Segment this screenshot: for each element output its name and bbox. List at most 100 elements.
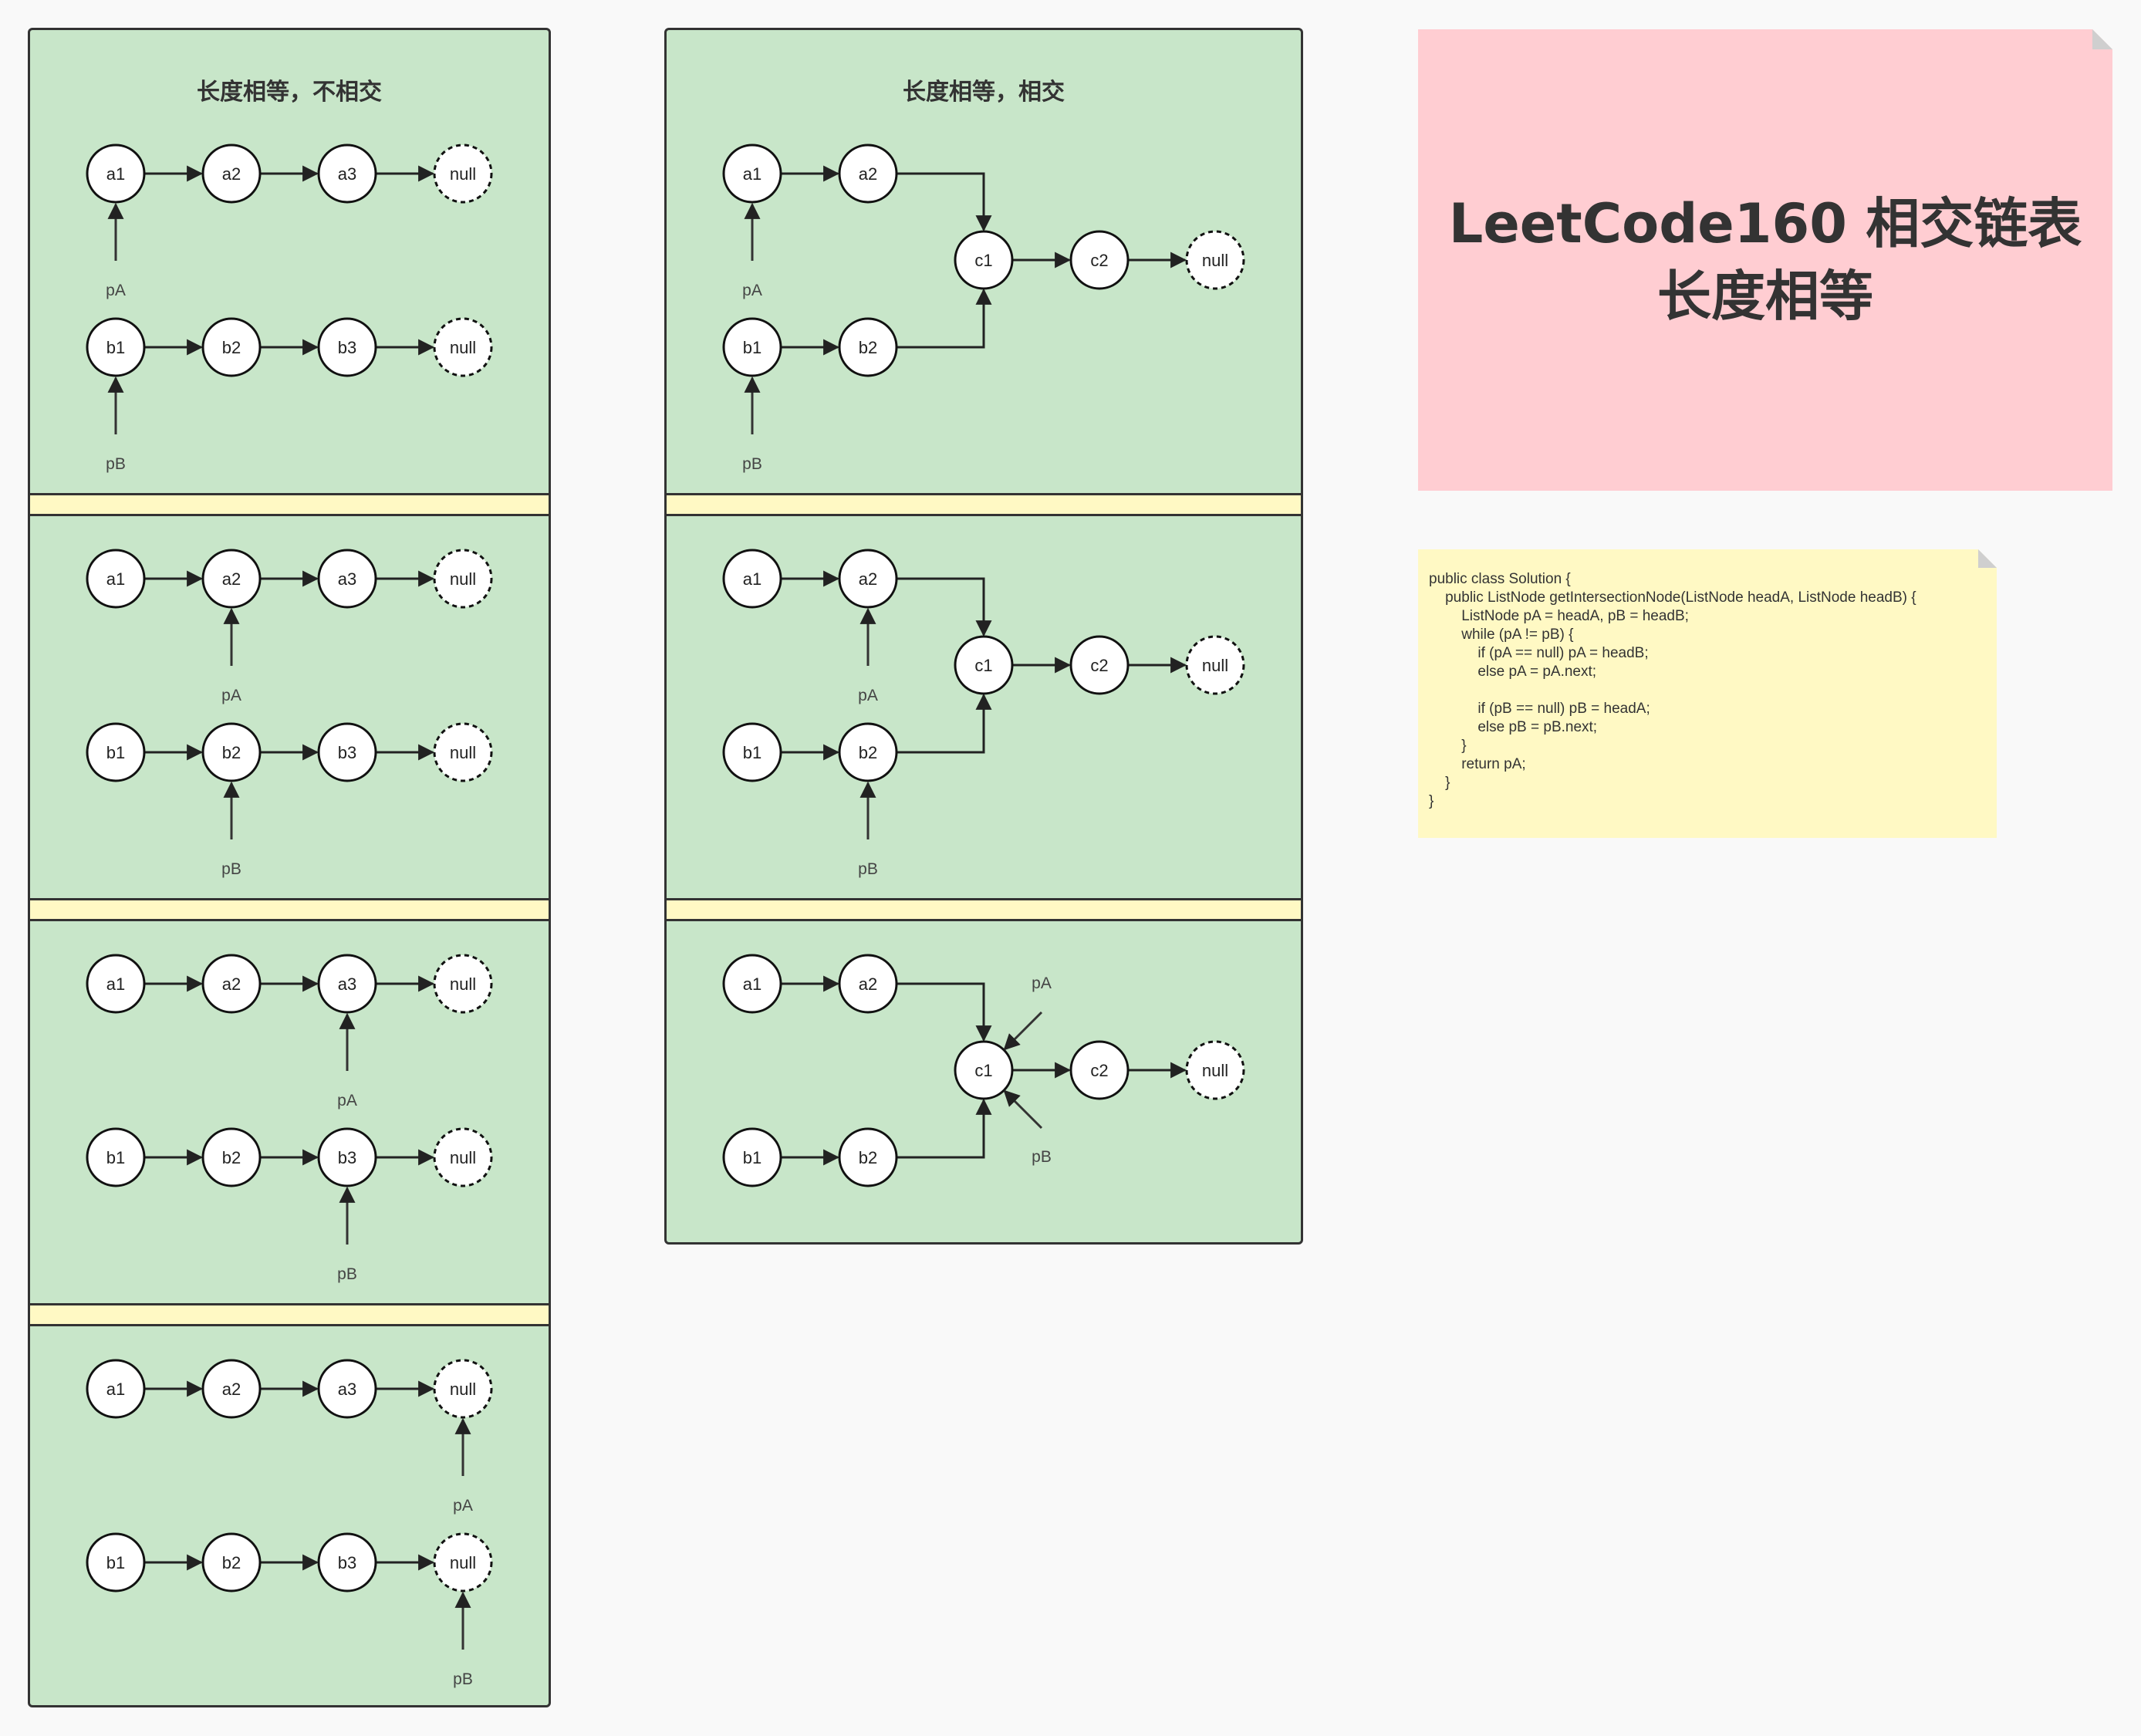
list-node-b1: b1 — [722, 1127, 782, 1187]
list-node-c1: c1 — [954, 1040, 1014, 1100]
node-label: b2 — [222, 743, 241, 762]
node-label: a1 — [743, 164, 762, 184]
node-label: b2 — [222, 1553, 241, 1572]
list-node-null: null — [433, 1532, 493, 1592]
list-node-null: null — [433, 144, 493, 204]
node-label: a2 — [222, 1380, 241, 1399]
node-label: b1 — [106, 338, 125, 357]
node-label: a2 — [222, 164, 241, 184]
code-line: return pA; — [1429, 756, 1526, 772]
list-node-b2: b2 — [201, 1127, 262, 1187]
list-node-b1: b1 — [86, 1127, 146, 1187]
node-label: null — [450, 743, 476, 762]
list-node-b2: b2 — [838, 317, 898, 377]
panel-title-left: 长度相等，不相交 — [197, 79, 382, 106]
node-label: a3 — [338, 1380, 356, 1399]
panel-title-mid: 长度相等，相交 — [903, 79, 1065, 106]
list-node-a2: a2 — [201, 549, 262, 609]
title-line-1: LeetCode160 相交链表 — [1448, 192, 2082, 255]
node-label: b1 — [743, 1148, 762, 1167]
list-node-b3: b3 — [317, 1532, 377, 1592]
code-line: } — [1429, 775, 1450, 791]
list-node-b2: b2 — [838, 1127, 898, 1187]
code-line: if (pB == null) pB = headA; — [1429, 701, 1650, 717]
list-node-null: null — [1185, 1040, 1245, 1100]
list-node-a2: a2 — [838, 144, 898, 204]
next-arrow — [897, 172, 992, 232]
code-line: public ListNode getIntersectionNode(List… — [1429, 589, 1916, 606]
next-arrow — [897, 577, 992, 637]
list-node-null: null — [433, 549, 493, 609]
pointer-label-pB: pB — [453, 1670, 473, 1688]
list-node-b3: b3 — [317, 1127, 377, 1187]
node-label: c2 — [1090, 1061, 1108, 1080]
node-label: a2 — [859, 569, 877, 589]
list-node-a2: a2 — [201, 1359, 262, 1419]
node-label: a1 — [106, 569, 125, 589]
list-node-a1: a1 — [86, 549, 146, 609]
list-node-null: null — [433, 1359, 493, 1419]
node-label: b1 — [743, 338, 762, 357]
node-label: b2 — [859, 1148, 877, 1167]
node-label: null — [450, 1380, 476, 1399]
pointer-label-pA: pA — [221, 687, 241, 704]
node-label: a2 — [859, 164, 877, 184]
code-line: if (pA == null) pA = headB; — [1429, 645, 1649, 661]
list-node-a1: a1 — [86, 954, 146, 1014]
node-label: null — [1202, 251, 1228, 270]
list-node-b2: b2 — [838, 722, 898, 782]
pointer-label-pA: pA — [858, 687, 878, 704]
list-node-b1: b1 — [86, 722, 146, 782]
list-node-c1: c1 — [954, 635, 1014, 695]
nodes-layer: a1 a2 a3 null b1 b2 b3 null a1 a2 a3 null b1 b2 b3 null… — [86, 144, 1245, 1592]
list-node-c2: c2 — [1069, 635, 1130, 695]
node-label: a1 — [106, 164, 125, 184]
next-arrow — [897, 982, 992, 1042]
pointer-label-pA: pA — [1032, 974, 1052, 992]
node-label: null — [450, 338, 476, 357]
list-node-a3: a3 — [317, 549, 377, 609]
pointer-label-pB: pB — [858, 860, 878, 878]
list-node-a3: a3 — [317, 144, 377, 204]
node-label: null — [450, 164, 476, 184]
pointer-label-pB: pB — [742, 455, 762, 473]
title-note: LeetCode160 相交链表 长度相等 — [1418, 29, 2112, 491]
step-divider — [30, 1303, 549, 1326]
node-label: a3 — [338, 974, 356, 994]
pointer-label-pA: pA — [742, 282, 762, 299]
list-node-c1: c1 — [954, 230, 1014, 290]
list-node-a1: a1 — [722, 144, 782, 204]
list-node-a2: a2 — [838, 954, 898, 1014]
code-line: while (pA != pB) { — [1429, 627, 1574, 643]
node-label: null — [450, 974, 476, 994]
node-label: b3 — [338, 338, 356, 357]
node-label: c2 — [1090, 656, 1108, 675]
list-node-c2: c2 — [1069, 1040, 1130, 1100]
list-node-null: null — [433, 1127, 493, 1187]
node-label: a2 — [859, 974, 877, 994]
pointer-label-pB: pB — [221, 860, 241, 878]
list-node-a2: a2 — [201, 954, 262, 1014]
code-line: ListNode pA = headA, pB = headB; — [1429, 608, 1689, 624]
step-divider — [667, 898, 1301, 921]
node-label: b2 — [859, 338, 877, 357]
node-label: c1 — [974, 656, 992, 675]
pointer-label-pA: pA — [106, 282, 126, 299]
list-node-a1: a1 — [86, 144, 146, 204]
node-label: a2 — [222, 974, 241, 994]
title-line-2: 长度相等 — [1657, 265, 1873, 328]
list-node-null: null — [1185, 635, 1245, 695]
list-node-b2: b2 — [201, 722, 262, 782]
code-line: else pB = pB.next; — [1429, 719, 1598, 735]
list-node-b2: b2 — [201, 317, 262, 377]
list-node-null: null — [1185, 230, 1245, 290]
next-arrow — [897, 288, 992, 349]
node-label: a1 — [743, 974, 762, 994]
list-node-a3: a3 — [317, 954, 377, 1014]
edges-layer — [144, 165, 1187, 1571]
node-label: c1 — [974, 1061, 992, 1080]
pointer-label-pB: pB — [106, 455, 126, 473]
code-line: } — [1429, 793, 1434, 809]
panel-not-intersecting: 长度相等，不相交 — [28, 28, 551, 1707]
